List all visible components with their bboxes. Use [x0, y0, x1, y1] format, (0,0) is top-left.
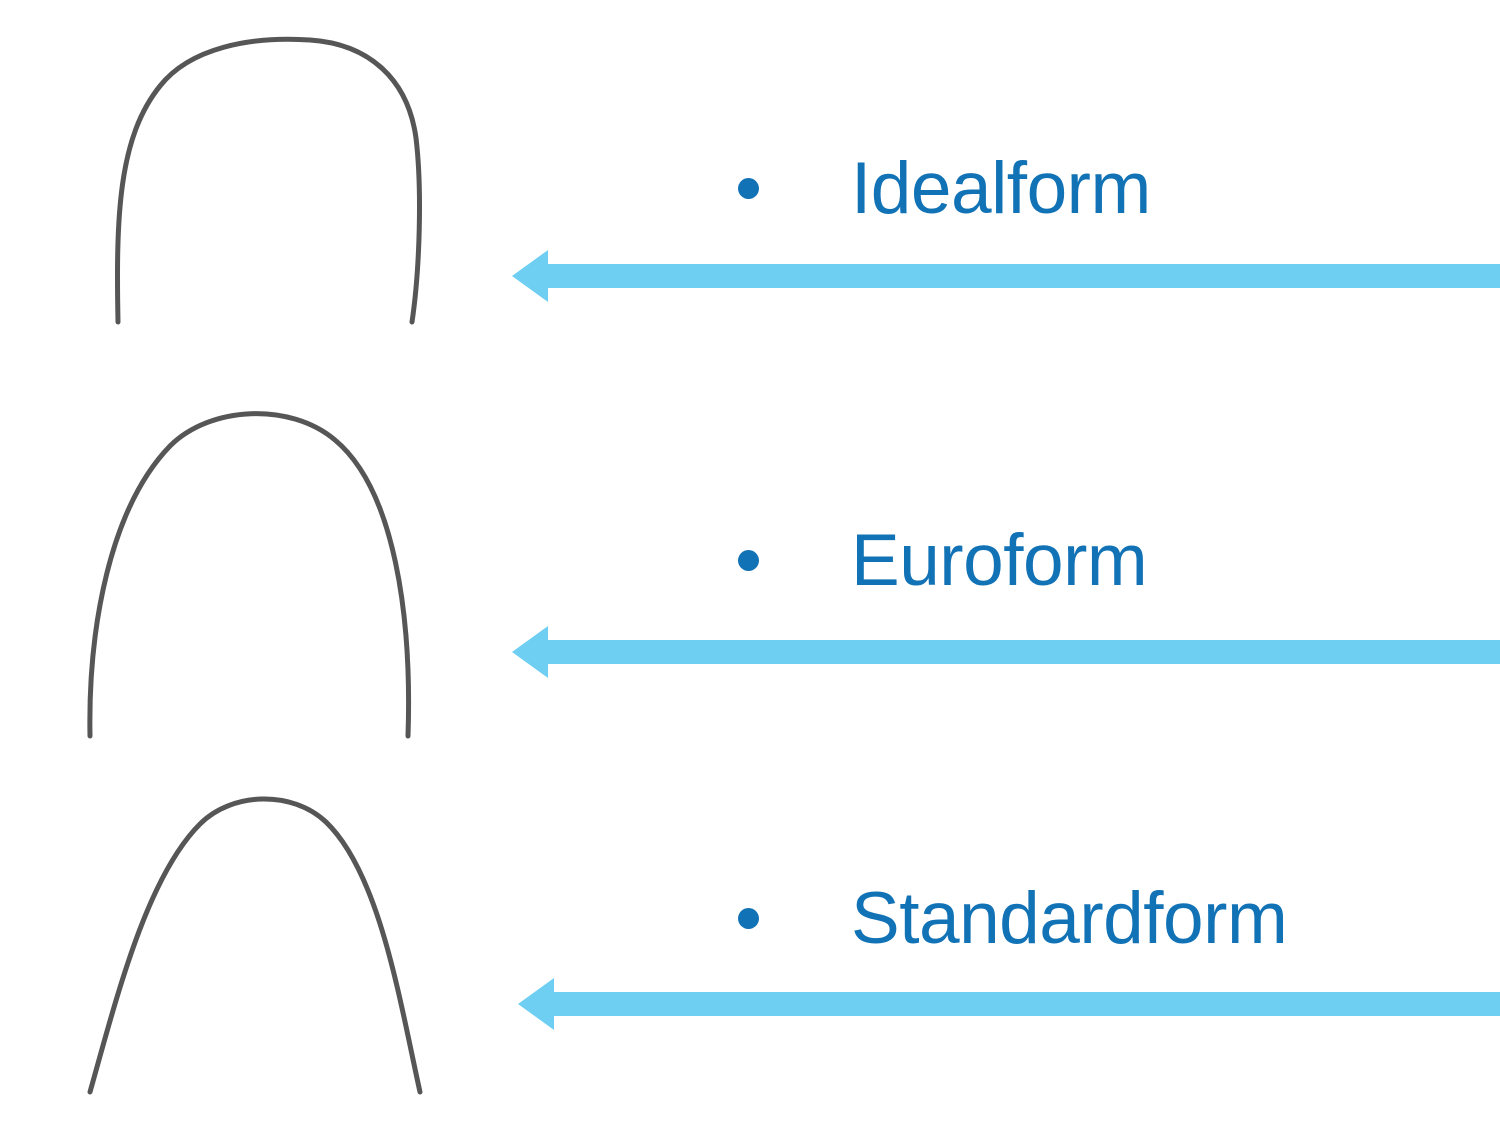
bullet-point-icon	[738, 550, 759, 571]
euroform-arrow-shape	[512, 626, 1500, 678]
standardform-archwire	[60, 778, 480, 1100]
bullet-label-euroform: Euroform	[851, 520, 1148, 601]
bullet-label-idealform: Idealform	[851, 148, 1151, 229]
standardform-archwire-svg	[87, 796, 423, 1095]
idealform-archwire-svg	[115, 36, 422, 325]
euroform-arrow	[508, 624, 1500, 680]
idealform-archwire	[60, 18, 480, 338]
standardform-arrow	[514, 976, 1500, 1032]
idealform-archwire-path	[115, 36, 422, 325]
bullet-label-standardform: Standardform	[851, 878, 1288, 959]
idealform-arrow-shape	[512, 250, 1500, 302]
bullet-point-icon	[738, 908, 759, 929]
standardform-arrow-shape	[518, 978, 1500, 1030]
idealform-arrow-svg	[512, 250, 1500, 302]
euroform-archwire-path	[87, 411, 412, 739]
bullet-point-icon	[738, 178, 759, 199]
euroform-arrow-svg	[512, 626, 1500, 678]
euroform-archwire-svg	[87, 411, 412, 739]
bullet-row-standardform: Standardform	[738, 878, 1288, 959]
standardform-arrow-svg	[518, 978, 1500, 1030]
bullet-row-idealform: Idealform	[738, 152, 1151, 225]
euroform-archwire	[60, 398, 480, 746]
standardform-archwire-path	[87, 796, 423, 1095]
idealform-arrow	[508, 248, 1500, 304]
bullet-row-euroform: Euroform	[738, 520, 1148, 601]
